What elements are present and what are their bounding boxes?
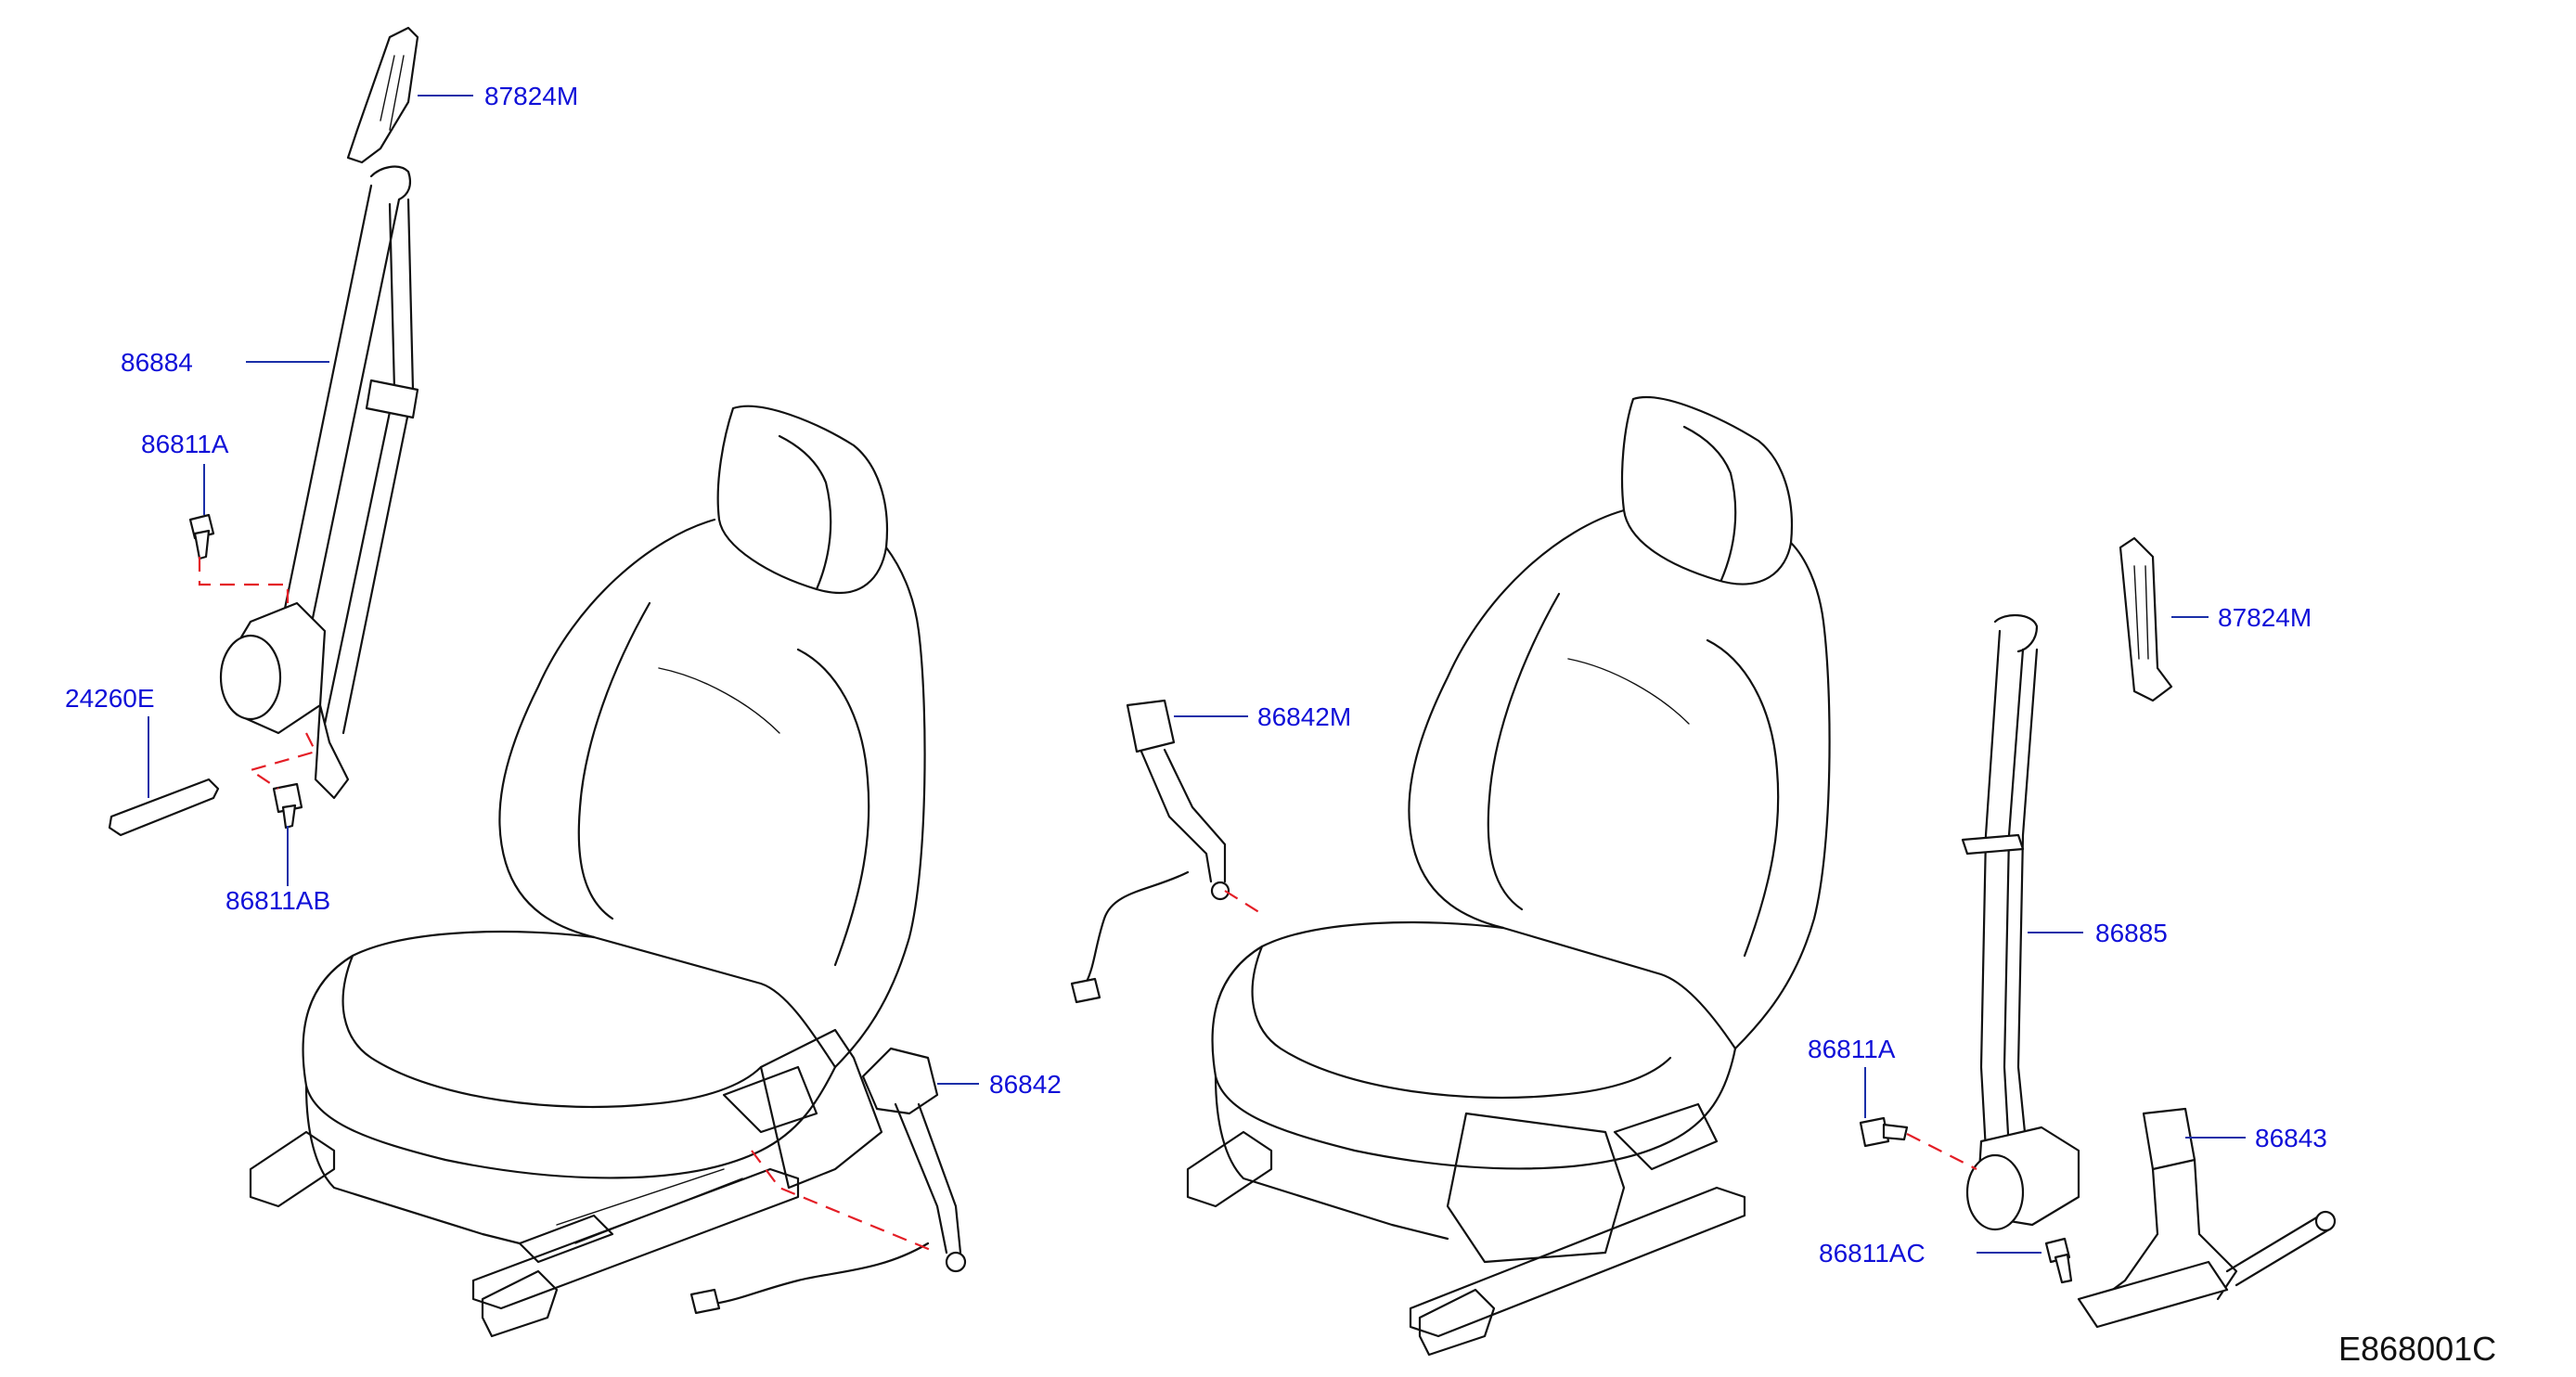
callout-lh-guide: 87824M [484, 82, 578, 110]
lh-bolt-a [188, 513, 215, 560]
callout-rh-buckle-stalk: 86843 [2255, 1124, 2327, 1152]
lh-shoulder-guide [346, 26, 419, 164]
callouts: 87824M 86884 86811A 24260E 86811AB 86842… [65, 82, 2496, 1368]
rh-shoulder-guide [2119, 536, 2173, 702]
lh-belt-webbing [277, 165, 419, 735]
left-seat [249, 405, 926, 1338]
callout-lh-bolt-a: 86811A [141, 430, 229, 458]
rh-belt-webbing [1961, 614, 2039, 1162]
lh-retractor [219, 601, 350, 800]
rh-buckle-stalk [2077, 1107, 2337, 1329]
callout-rh-bolt-a: 86811A [1808, 1035, 1896, 1063]
callout-lh-bolt-ab: 86811AB [225, 886, 330, 915]
callout-lh-belt: 86884 [121, 348, 193, 377]
lh-bolt-ab [272, 782, 303, 830]
right-seat [1186, 395, 1831, 1357]
callout-rh-bolt-ac: 86811AC [1819, 1239, 1926, 1268]
callout-rh-buckle-m: 86842M [1257, 702, 1351, 731]
drawing-code: E868001C [2338, 1330, 2496, 1368]
callout-lh-cover: 24260E [65, 684, 155, 713]
callout-lh-buckle: 86842 [989, 1070, 1062, 1099]
rh-buckle-m [1070, 699, 1230, 1004]
leader-lines [148, 95, 2246, 1254]
rh-bolt-ac [2044, 1237, 2073, 1284]
rh-bolt-a [1859, 1116, 1909, 1148]
callout-rh-belt: 86885 [2095, 919, 2168, 947]
callout-rh-guide: 87824M [2218, 603, 2312, 632]
lh-buckle [689, 1047, 967, 1315]
assembly-lines [198, 557, 1977, 1255]
rh-retractor [1965, 1126, 2080, 1231]
lh-cover [108, 778, 220, 837]
